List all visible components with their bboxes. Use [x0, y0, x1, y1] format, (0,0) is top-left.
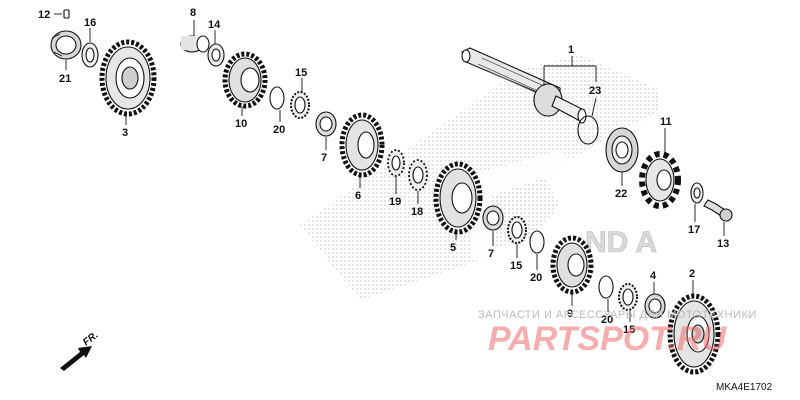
watermark-logo: PARTSPOT.RU	[488, 320, 727, 358]
callout-5: 5	[450, 242, 456, 254]
leader-lines	[54, 13, 725, 322]
circlip-20-lower-icon	[598, 275, 614, 299]
callout-7-upper: 7	[321, 152, 327, 164]
washer-16-icon	[81, 42, 99, 68]
callout-9: 9	[567, 308, 573, 320]
bearing-22-icon	[605, 127, 639, 173]
diagram-code: MKA4E1702	[716, 382, 773, 393]
callout-15-upper: 15	[295, 67, 307, 79]
wing-brand-watermark: ND A	[585, 226, 657, 259]
callout-15-middle: 15	[510, 260, 522, 272]
callout-22: 22	[615, 188, 627, 200]
splined-washer-15-middle-icon	[507, 216, 527, 244]
gear-3-icon	[99, 39, 157, 117]
needle-bearing-7-lower-icon	[482, 205, 504, 231]
callout-20-lower: 20	[601, 314, 613, 326]
callout-3: 3	[122, 127, 128, 139]
drive-sprocket-11-icon	[639, 151, 681, 209]
dotted-wing-watermark: ND A	[300, 55, 660, 300]
callout-13: 13	[717, 238, 729, 250]
callout-8: 8	[190, 7, 196, 19]
front-direction-label: FR.	[81, 330, 100, 349]
gear-5-icon	[433, 161, 483, 235]
callout-23: 23	[589, 85, 601, 97]
watermark-caption: ЗАПЧАСТИ И АКСЕССУАРЫ ДЛЯ МОТОТЕХНИКИ	[478, 309, 757, 321]
front-direction-arrow-icon: FR.	[60, 330, 101, 371]
callout-labels: 12 21 16 3 8 14 10 20 15 7 6 19 18 5 7 1…	[38, 7, 729, 336]
callout-1: 1	[568, 44, 574, 56]
callout-2: 2	[689, 268, 695, 280]
callout-12: 12	[38, 9, 50, 21]
dowel-12-icon	[63, 9, 70, 19]
bushing-8-icon	[180, 35, 210, 53]
callout-7-lower: 7	[488, 248, 494, 260]
callout-17: 17	[688, 224, 700, 236]
callout-15-lower: 15	[623, 324, 635, 336]
washer-17-icon	[690, 182, 704, 204]
callout-11: 11	[660, 116, 672, 128]
callout-20-middle: 20	[530, 272, 542, 284]
callout-19: 19	[389, 196, 401, 208]
circlip-20-middle-icon	[529, 230, 545, 254]
bolt-13-icon	[703, 199, 733, 222]
gear-9-icon	[550, 235, 594, 295]
callout-21: 21	[59, 73, 71, 85]
callout-6: 6	[355, 190, 361, 202]
lock-washer-19-icon	[387, 149, 405, 177]
callout-18: 18	[411, 206, 423, 218]
gear-2-icon	[667, 293, 721, 375]
splined-washer-15-upper-icon	[290, 91, 310, 119]
circlip-20-upper-icon	[269, 86, 285, 110]
gear-6-icon	[339, 112, 385, 178]
callout-10: 10	[235, 118, 247, 130]
needle-bearing-21-icon	[50, 30, 82, 60]
callout-20-upper: 20	[273, 124, 285, 136]
callout-16: 16	[84, 17, 96, 29]
bushing-4-icon	[644, 293, 666, 319]
splined-washer-18-icon	[408, 159, 428, 191]
callout-14: 14	[208, 19, 221, 31]
callout-4: 4	[650, 270, 657, 282]
needle-bearing-7-upper-icon	[315, 111, 337, 137]
splined-washer-15-lower-icon	[618, 283, 638, 311]
circlip-23-icon	[577, 115, 599, 145]
washer-14-icon	[207, 43, 225, 67]
gear-10-icon	[222, 51, 268, 109]
